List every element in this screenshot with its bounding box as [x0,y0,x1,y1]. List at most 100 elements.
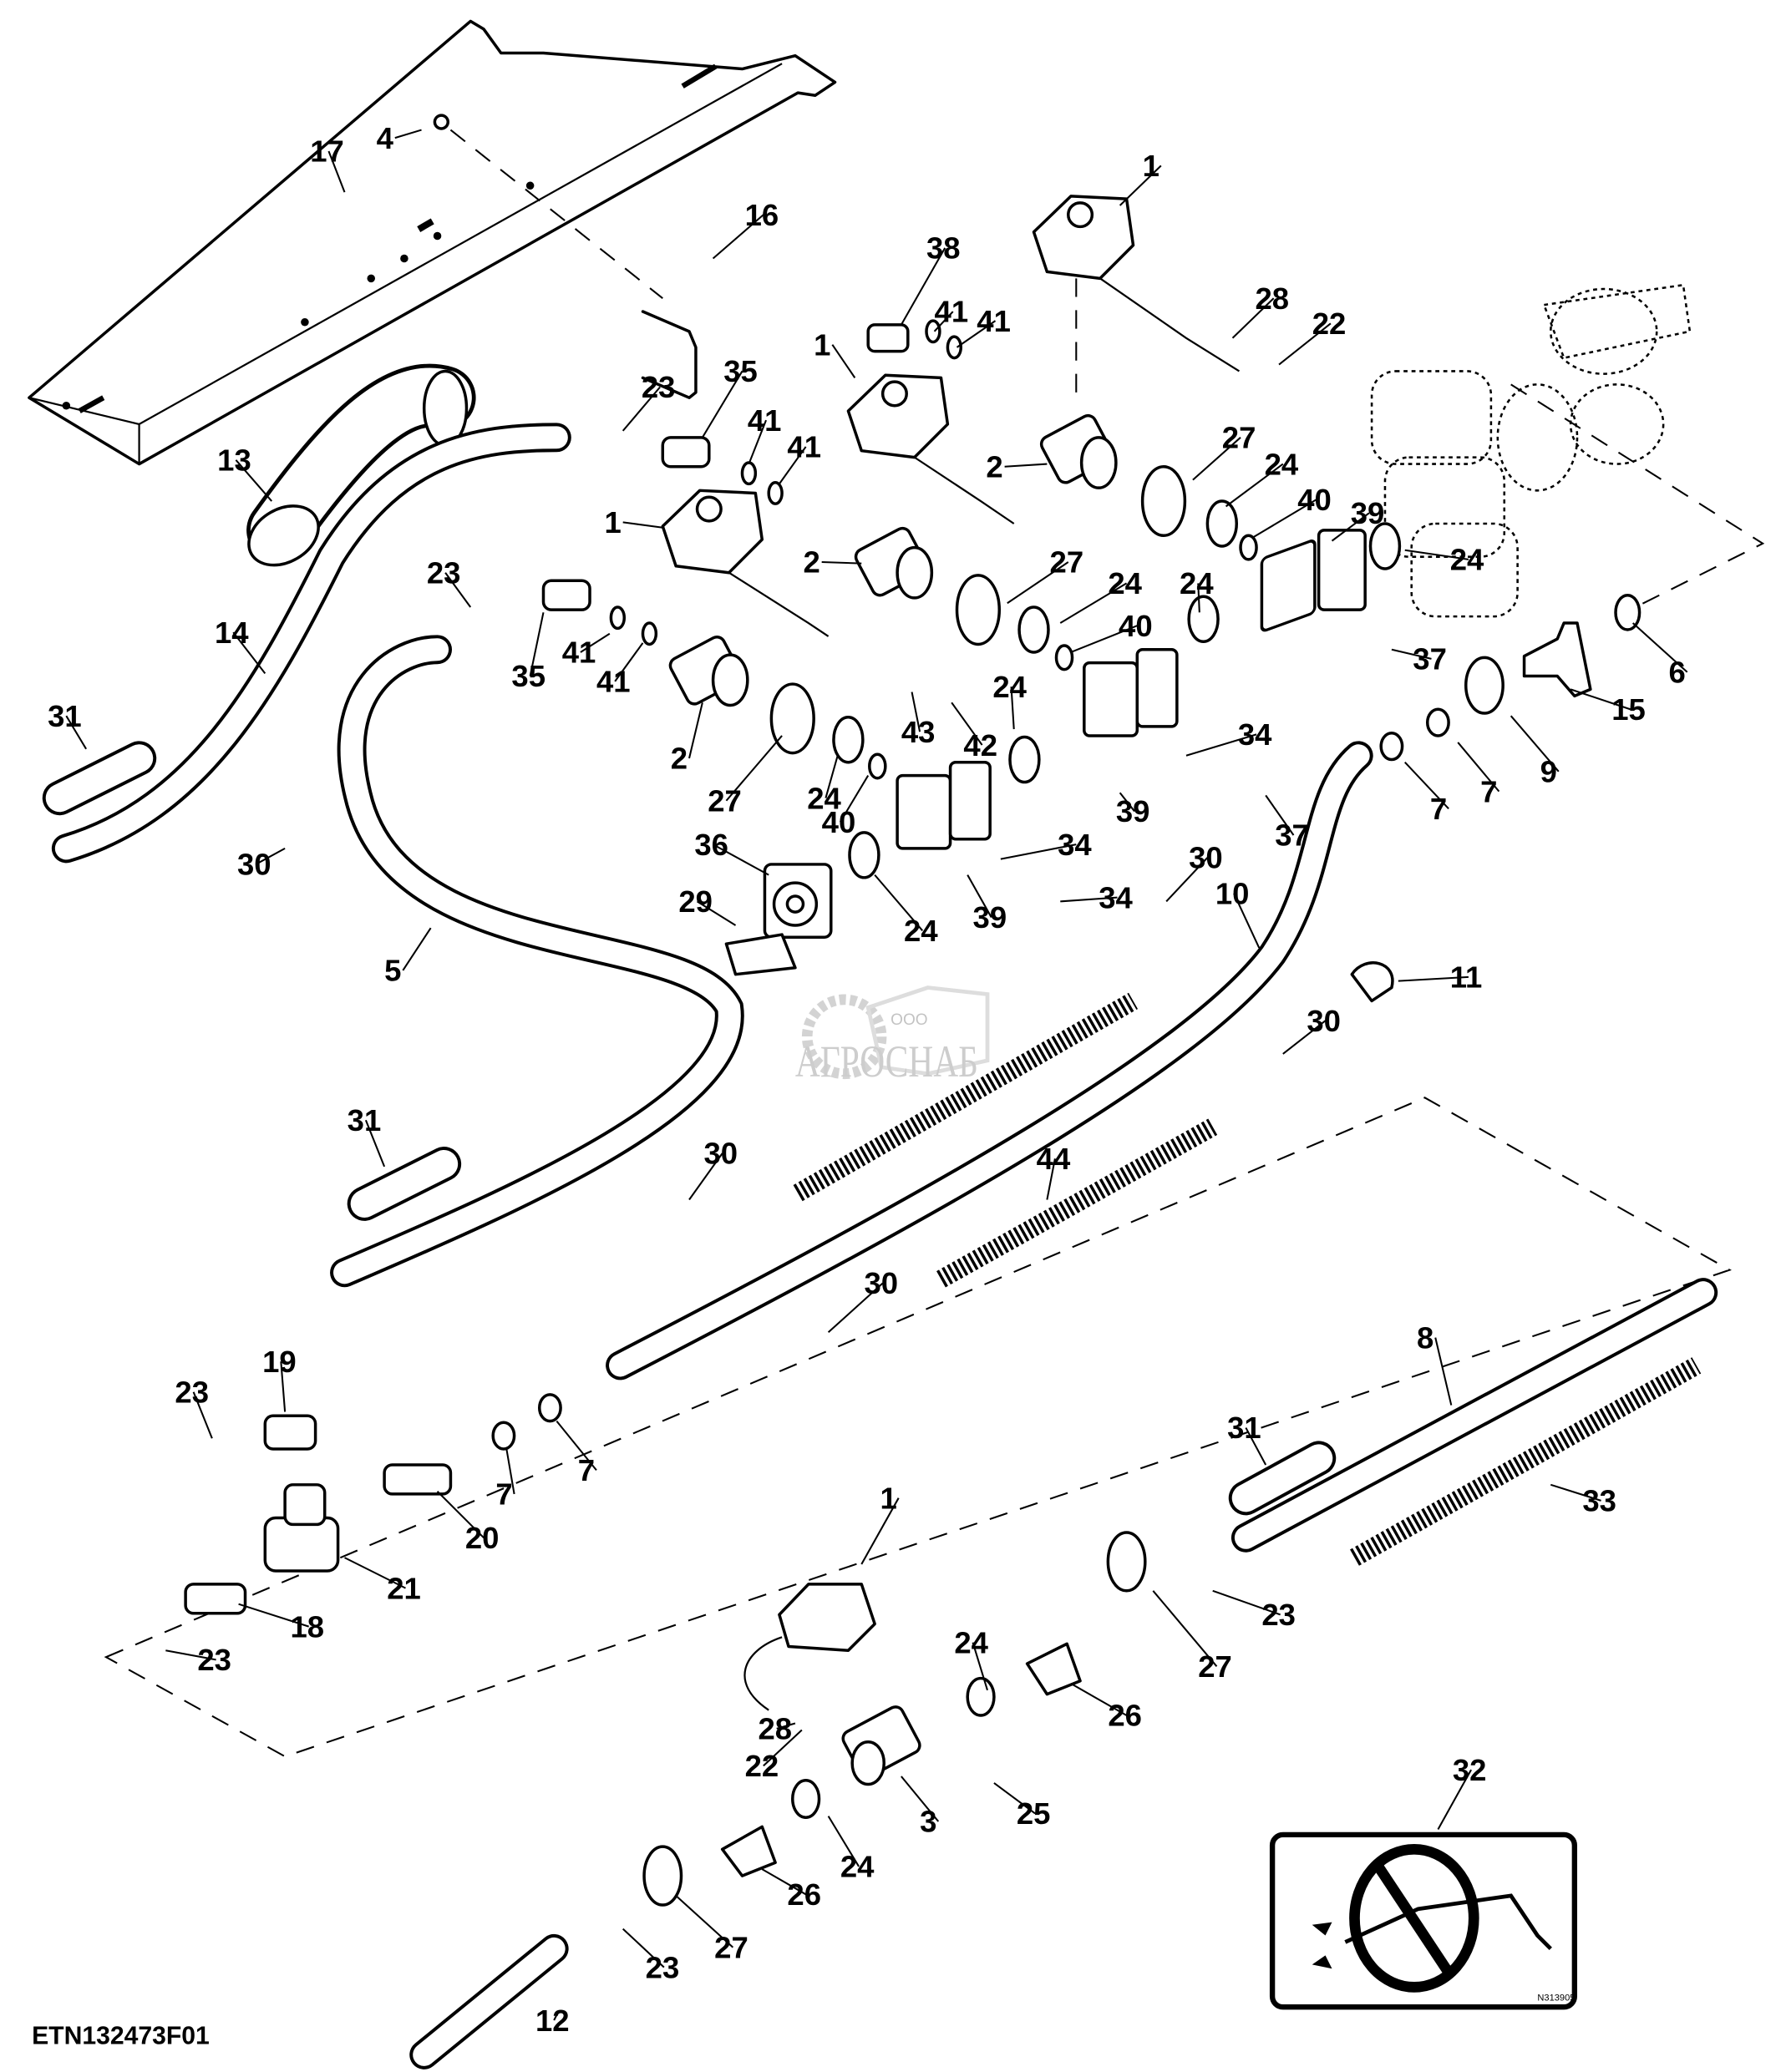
callout-24: 24 [1108,566,1142,600]
callout-19: 19 [262,1345,297,1379]
leader-line [933,311,954,332]
callout-2: 2 [671,742,688,776]
leader-line [712,214,764,260]
leader-line [1004,463,1048,468]
oring-41-e [609,605,627,631]
leader-line [556,1420,597,1472]
leader-line [1233,893,1261,949]
fitting-35-a [661,436,711,469]
leader-line [911,692,921,732]
leader-line [436,1491,485,1539]
callout-23: 23 [175,1375,209,1409]
valve-body-3 [841,1705,921,1786]
leader-line [860,1497,900,1565]
callout-41: 41 [977,304,1011,338]
callout-24: 24 [954,1625,988,1659]
figure-id: ETN132473F01 [32,2023,210,2050]
leader-line [779,446,807,484]
callout-24: 24 [904,914,938,948]
spray-gun-icon [1344,1893,1552,1951]
callout-10: 10 [1215,877,1250,911]
leader-line [839,775,870,823]
clip-11 [1350,961,1394,1003]
callout-28: 28 [759,1712,793,1746]
leader-line [622,1928,665,1968]
clamp-7-a [1425,707,1450,737]
callout-7: 7 [1430,792,1447,826]
callout-39: 39 [973,900,1007,935]
leader-line [776,1722,796,1730]
leader-line [1225,463,1284,508]
leader-line [763,1729,803,1767]
callout-7: 7 [1480,774,1497,808]
callout-41: 41 [562,636,596,670]
callout-12: 12 [535,2004,570,2038]
callout-5: 5 [384,954,401,988]
leader-line [622,521,663,529]
callout-26: 26 [787,1877,821,1912]
leader-line [1046,1158,1056,1200]
leader-line [1212,1589,1281,1616]
leader-line [1570,688,1631,711]
leader-line [1434,1337,1453,1406]
oring-24-h [966,1676,996,1717]
callout-30: 30 [1189,841,1223,875]
leader-line [65,715,88,750]
leader-line [1457,742,1500,793]
leader-line [192,1391,213,1439]
leader-line [748,419,767,464]
leader-line [761,1868,807,1896]
callout-41: 41 [596,665,631,699]
leader-line [967,874,992,918]
watermark-gear-icon [801,994,887,1080]
leader-line [831,344,856,378]
clamp-27-a [1140,464,1187,538]
callout-8: 8 [1417,1320,1433,1355]
leader-line [344,1557,406,1589]
callout-28: 28 [1255,281,1289,316]
callout-14: 14 [215,616,249,650]
callout-33: 33 [1582,1484,1616,1518]
callout-9: 9 [1540,755,1557,789]
callout-23: 23 [646,1950,680,1984]
clamp-27-d [1106,1531,1147,1593]
clamp-27-e [642,1845,683,1907]
ghost-assembly [1370,283,1765,618]
sleeve-31-c [1228,1441,1337,1516]
tee-21 [263,1483,340,1573]
hose-13 [246,363,476,567]
callout-13: 13 [217,443,251,477]
leader-line [972,1642,988,1691]
callout-2: 2 [986,449,1002,484]
callout-30: 30 [703,1137,738,1171]
valve-body-2-left [668,636,749,707]
fitting-20 [383,1463,453,1496]
callout-37: 37 [1413,642,1447,676]
callout-42: 42 [963,728,997,762]
oring-24-f [1008,735,1041,784]
clamp-7-d [537,1393,562,1423]
valve-body-2-mid [854,526,934,600]
oring-40-a [1239,534,1258,561]
callout-17: 17 [310,134,344,169]
leader-line [900,247,946,326]
leader-line [1398,975,1469,982]
fitting-38 [866,323,910,353]
leader-line [701,370,743,438]
leader-line [1060,896,1118,903]
leader-line [1631,622,1688,673]
callout-40: 40 [1119,609,1153,643]
leader-line [827,1282,884,1334]
callout-30: 30 [237,848,271,882]
leader-line [1059,582,1128,624]
leader-line [580,632,611,653]
oring-41-f [641,621,658,646]
leader-line [1119,165,1162,206]
actuator-1-left [661,489,830,637]
callout-39: 39 [1116,794,1150,828]
callout-31: 31 [48,699,82,733]
ring-6 [1614,593,1642,631]
oring-24-i [791,1779,821,1819]
